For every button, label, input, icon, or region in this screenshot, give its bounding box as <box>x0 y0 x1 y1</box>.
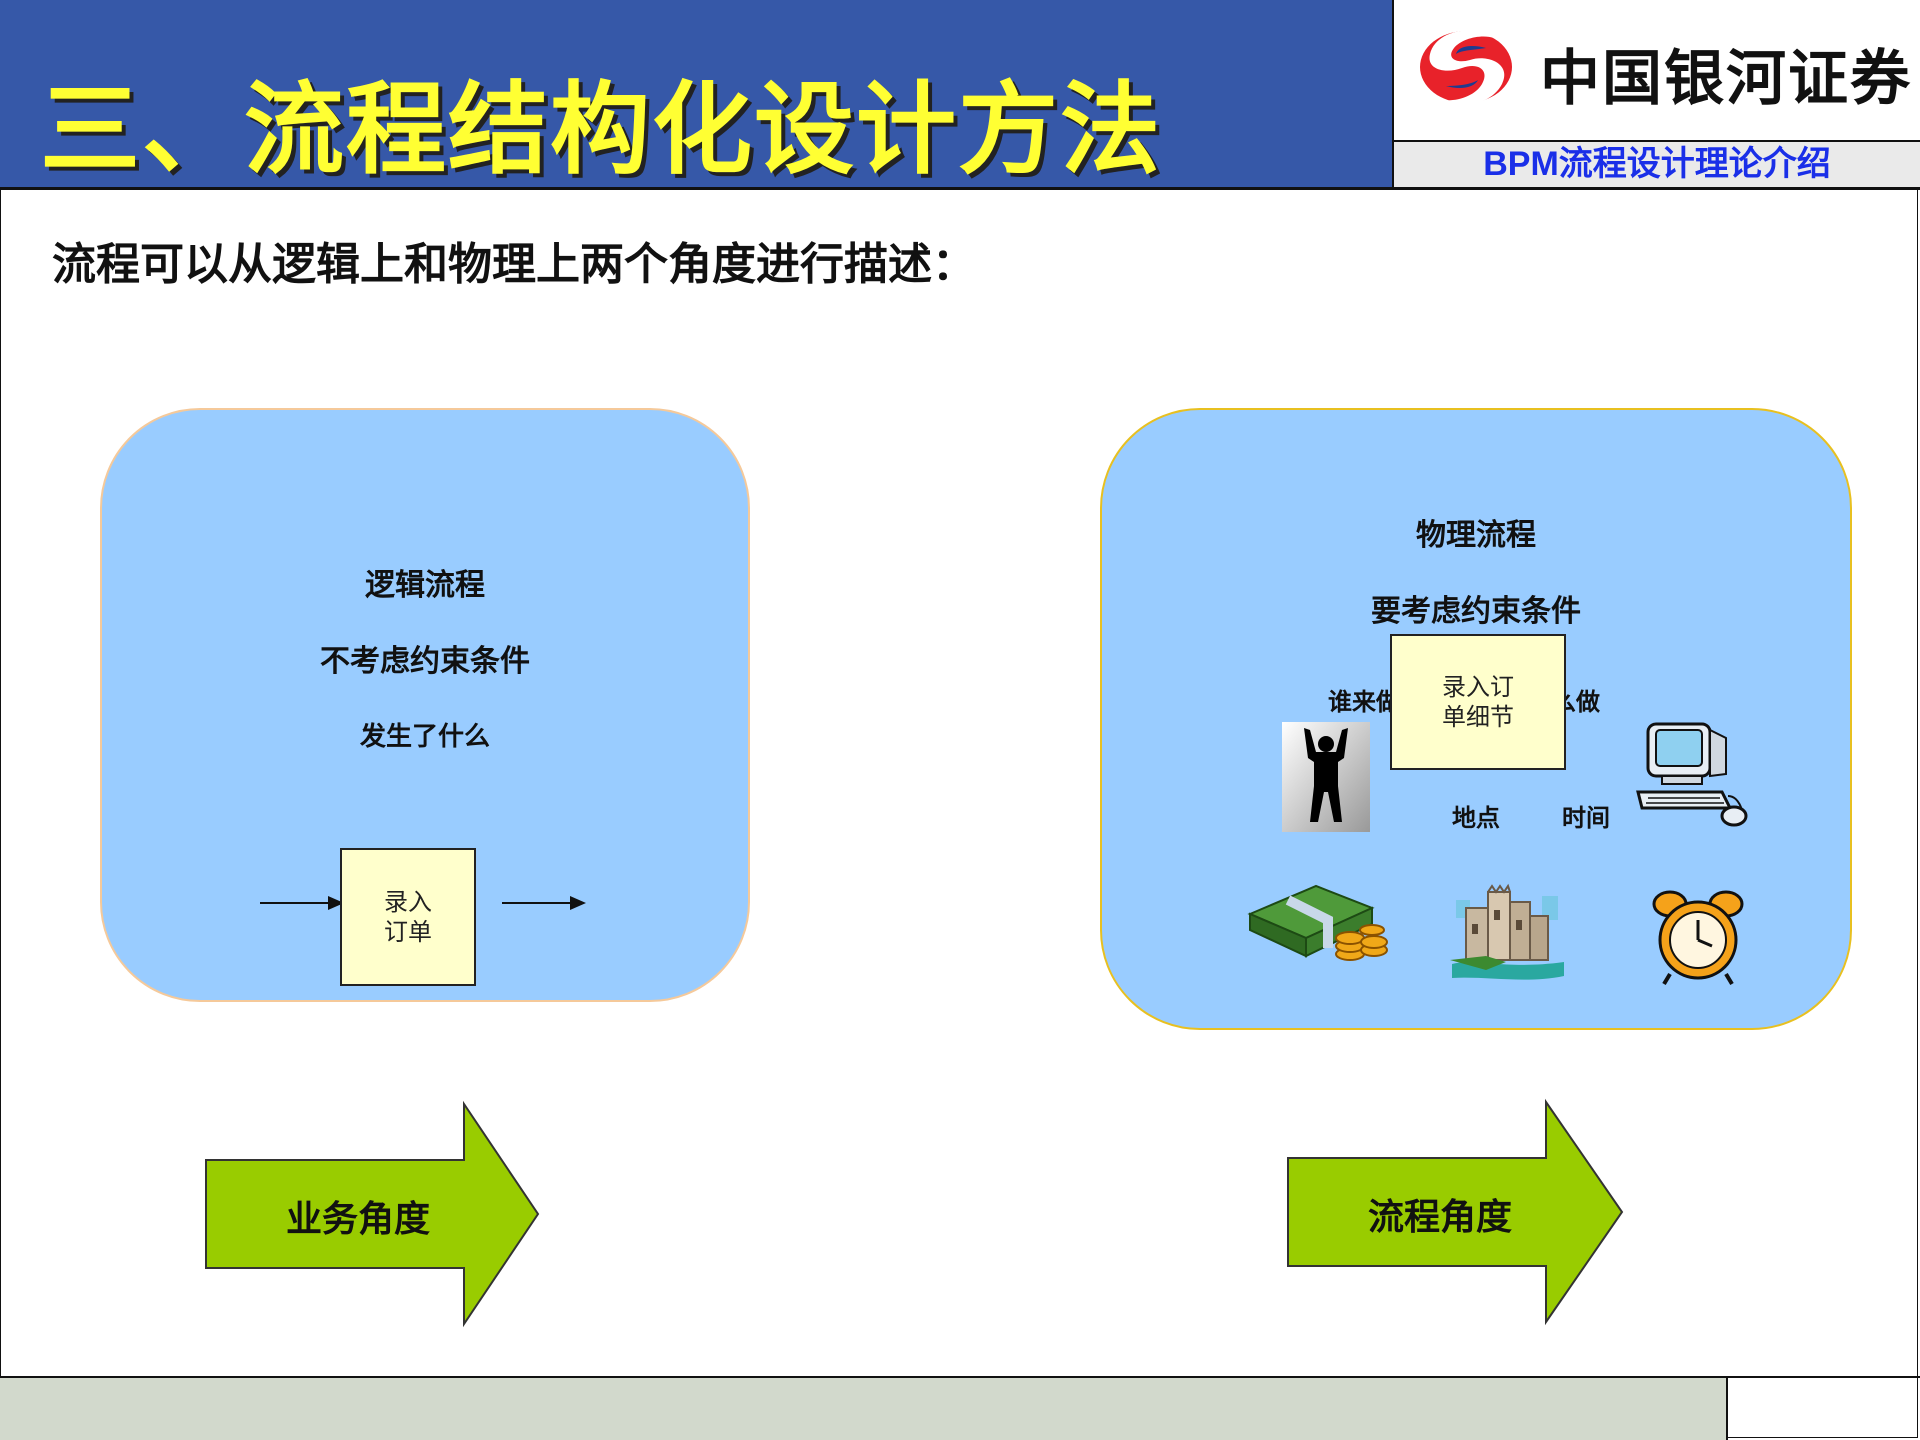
arrow-out-icon <box>502 896 586 910</box>
title-bar <box>0 0 1394 190</box>
computer-icon <box>1636 722 1748 827</box>
enter-order-detail-line2: 单细节 <box>1442 703 1514 731</box>
galaxy-logo-icon <box>1420 30 1512 106</box>
process-perspective-label: 流程角度 <box>1368 1197 1513 1238</box>
process-perspective-arrow <box>1287 1098 1624 1326</box>
enter-order-detail-box: 录入订单细节 <box>1390 634 1566 770</box>
enter-order-line1: 录入 <box>384 888 432 916</box>
slide-title: 三、流程结构化设计方法 <box>40 71 1162 188</box>
alarm-clock-icon <box>1652 890 1744 986</box>
footer-bar <box>0 1376 1728 1440</box>
castle-icon <box>1450 883 1564 980</box>
enter-order-detail-line1: 录入订 <box>1442 673 1514 701</box>
enter-order-line2: 订单 <box>384 918 432 946</box>
who-label: 谁来做 <box>1328 688 1400 716</box>
logical-flow-line2: 发生了什么 <box>359 722 490 752</box>
enter-order-box: 录入订单 <box>340 848 476 986</box>
subtitle-box <box>1394 142 1920 190</box>
person-silhouette-icon <box>1282 722 1370 832</box>
intro-text: 流程可以从逻辑上和物理上两个角度进行描述： <box>52 239 976 290</box>
physical-flow-line1: 要考虑约束条件 <box>1371 594 1581 629</box>
place-label: 地点 <box>1452 804 1500 832</box>
slide-subtitle: BPM流程设计理论介绍 <box>1483 145 1831 183</box>
time-label: 时间 <box>1562 804 1610 832</box>
logical-flow-heading: 逻辑流程 <box>365 568 485 603</box>
brand-name: 中国银河证券 <box>1540 44 1912 114</box>
business-perspective-arrow <box>205 1100 540 1328</box>
arrow-in-icon <box>260 896 344 910</box>
money-coins-icon <box>1247 884 1388 961</box>
footer-divider <box>1728 1376 1920 1378</box>
logical-flow-line1: 不考虑约束条件 <box>320 644 530 679</box>
business-perspective-label: 业务角度 <box>286 1199 431 1240</box>
physical-flow-heading: 物理流程 <box>1416 518 1536 553</box>
